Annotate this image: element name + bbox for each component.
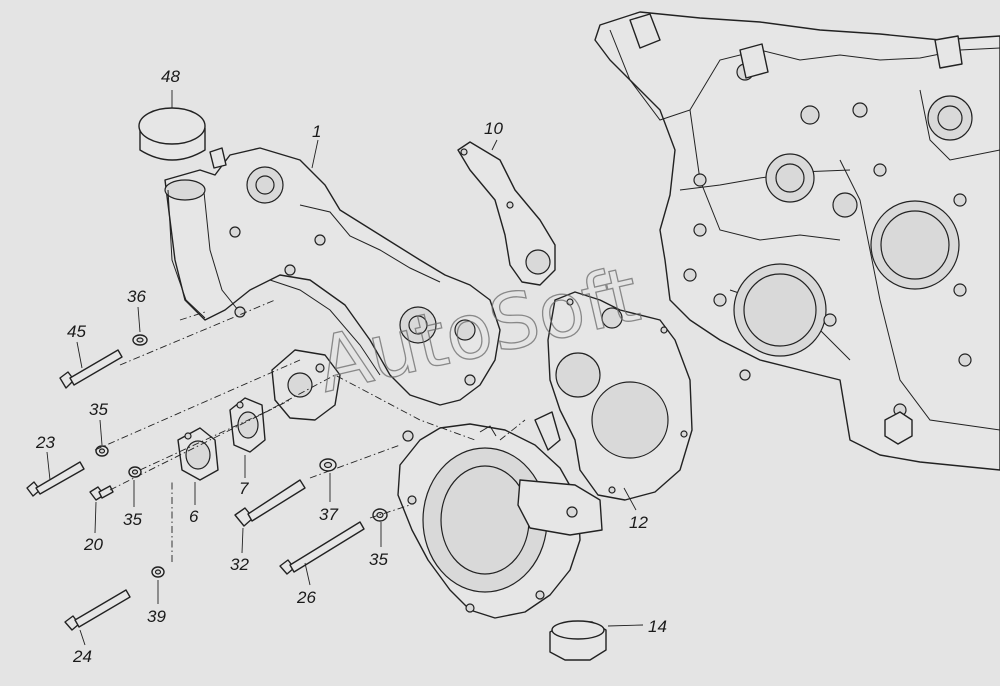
bolt-24: [64, 589, 131, 631]
callout-35b: 35: [123, 510, 142, 529]
callout-45: 45: [67, 322, 86, 341]
bolt-20: [89, 485, 114, 501]
washer-35a: [95, 445, 109, 457]
oil-pump-body: [164, 147, 501, 406]
callout-23: 23: [35, 433, 55, 452]
engine-block: [594, 11, 1000, 471]
timing-cover: [397, 411, 603, 619]
callout-6: 6: [189, 507, 199, 526]
gasket-10: [457, 141, 556, 286]
callout-39: 39: [147, 607, 166, 626]
flange-6: [177, 427, 219, 481]
cap-14: [549, 620, 607, 661]
callout-14: 14: [648, 617, 667, 636]
callout-12: 12: [629, 513, 648, 532]
bolt-26: [279, 521, 365, 575]
callout-26: 26: [296, 588, 316, 607]
callout-37: 37: [319, 505, 338, 524]
pump-adapter: [271, 349, 341, 421]
callout-1: 1: [312, 122, 321, 141]
callout-32: 32: [230, 555, 249, 574]
callout-10: 10: [484, 119, 503, 138]
gasket-7: [229, 397, 266, 453]
bolt-32: [234, 479, 306, 527]
bolt-45: [59, 349, 123, 389]
callout-35c: 35: [369, 550, 388, 569]
gasket-12: [547, 291, 693, 501]
callout-35a: 35: [89, 400, 108, 419]
washer-35b: [128, 466, 142, 478]
callout-20: 20: [83, 535, 103, 554]
washer-36: [132, 334, 148, 346]
leader-lines: [46, 90, 644, 646]
washer-39: [151, 566, 165, 578]
callout-24: 24: [72, 647, 92, 666]
callout-48: 48: [161, 67, 180, 86]
bolt-23: [26, 461, 85, 497]
callout-7: 7: [239, 479, 249, 498]
center-lines: [94, 299, 526, 562]
callout-36: 36: [127, 287, 146, 306]
callouts: 48 1 10 36 45 35 23 35 20 6 7 37 32 35 1…: [35, 67, 667, 666]
cap-48: [138, 107, 206, 161]
